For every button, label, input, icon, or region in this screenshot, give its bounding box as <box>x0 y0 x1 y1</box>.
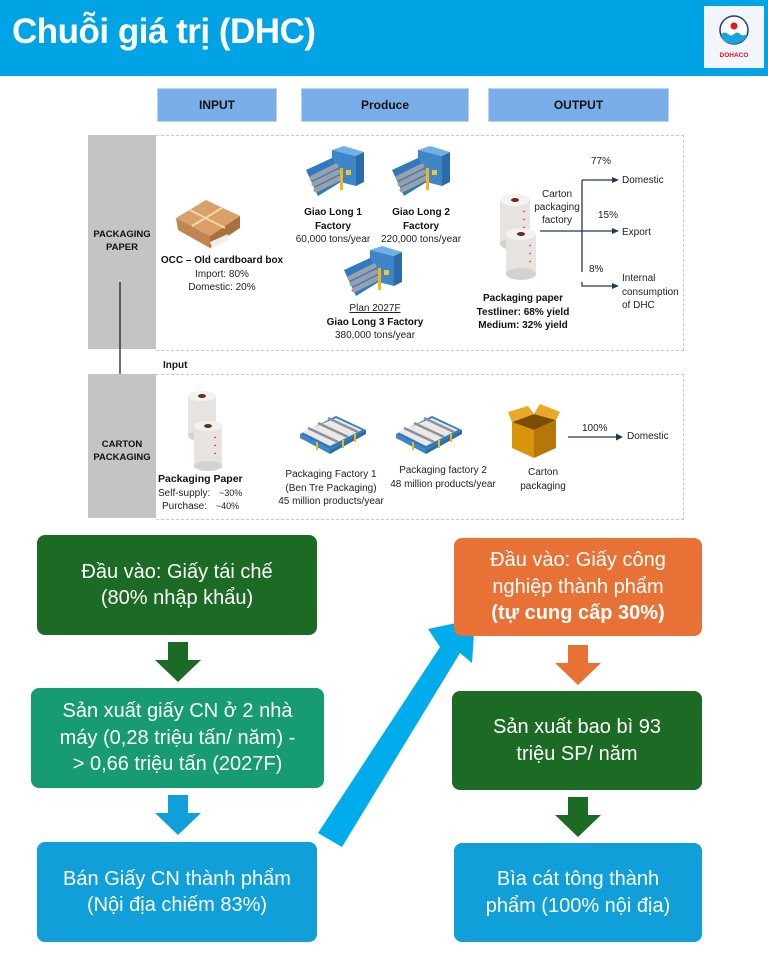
paper-machine-icon <box>306 146 364 196</box>
split-export-label: Export <box>622 227 651 238</box>
split-export-pct: 15% <box>598 210 619 221</box>
carton-split-pct: 100% <box>582 423 608 434</box>
packaging-machine-icon <box>300 416 366 454</box>
split-domestic-label: Domestic <box>622 175 664 186</box>
diagonal-flow-arrow <box>318 619 475 847</box>
packaging-paper-output-info: Packaging paper Testliner: 68% yield Med… <box>476 293 570 331</box>
packaging-factory-1: Packaging Factory 1 (Ben Tre Packaging) … <box>278 469 384 507</box>
down-arrow-icon <box>555 797 601 837</box>
factory-giao-long-3: Plan 2027F Giao Long 3 Factory 380,000 t… <box>326 303 424 341</box>
carton-factory-channel-label: Carton packaging factory <box>534 189 580 226</box>
cardboard-box-icon <box>176 200 240 248</box>
flow-box-paper-sales: Bán Giấy CN thành phẩm(Nội địa chiếm 83%… <box>37 842 317 942</box>
page-title: Chuỗi giá trị (DHC) <box>12 12 316 51</box>
packaging-machine-icon <box>396 416 462 454</box>
header-bar <box>0 0 768 76</box>
paper-roll-icon <box>500 194 536 280</box>
paper-machine-icon <box>344 246 402 296</box>
column-header-produce: Produce <box>301 88 469 122</box>
occ-input-info: OCC – Old cardboard box Import: 80% Dome… <box>160 255 284 293</box>
carton-packaging-output-label: Carton packaging <box>520 467 566 492</box>
column-header-output: OUTPUT <box>488 88 669 122</box>
paper-roll-icon <box>188 391 222 471</box>
dohaco-logo-icon: DOHACO <box>719 15 749 59</box>
flow-box-recycled-input: Đầu vào: Giấy tái chế(80% nhập khẩu) <box>37 535 317 635</box>
output-split-arrows <box>540 177 619 289</box>
domestic-arrow <box>568 433 623 441</box>
split-domestic-pct: 77% <box>591 156 612 167</box>
column-header-input: INPUT <box>157 88 277 122</box>
carton-box-icon <box>508 404 560 458</box>
paper-machine-icon <box>392 146 450 196</box>
carton-split-dest: Domestic <box>627 431 669 442</box>
factory-giao-long-1: Giao Long 1 Factory 60,000 tons/year <box>295 207 371 245</box>
factory-giao-long-2: Giao Long 2 Factory 220,000 tons/year <box>380 207 462 245</box>
down-arrow-icon <box>555 645 601 685</box>
company-logo: DOHACO <box>704 6 764 68</box>
input-connector-label: Input <box>163 360 188 371</box>
packaging-paper-input-info: Packaging Paper Self-supply: ~30% Purcha… <box>158 473 243 512</box>
split-internal-pct: 8% <box>589 264 604 275</box>
down-arrow-icon <box>155 642 201 682</box>
svg-text:DOHACO: DOHACO <box>720 52 749 59</box>
down-arrow-icon <box>155 795 201 835</box>
split-internal-label: Internal consumption of DHC <box>622 273 679 311</box>
packaging-factory-2: Packaging factory 2 48 million products/… <box>390 465 496 490</box>
